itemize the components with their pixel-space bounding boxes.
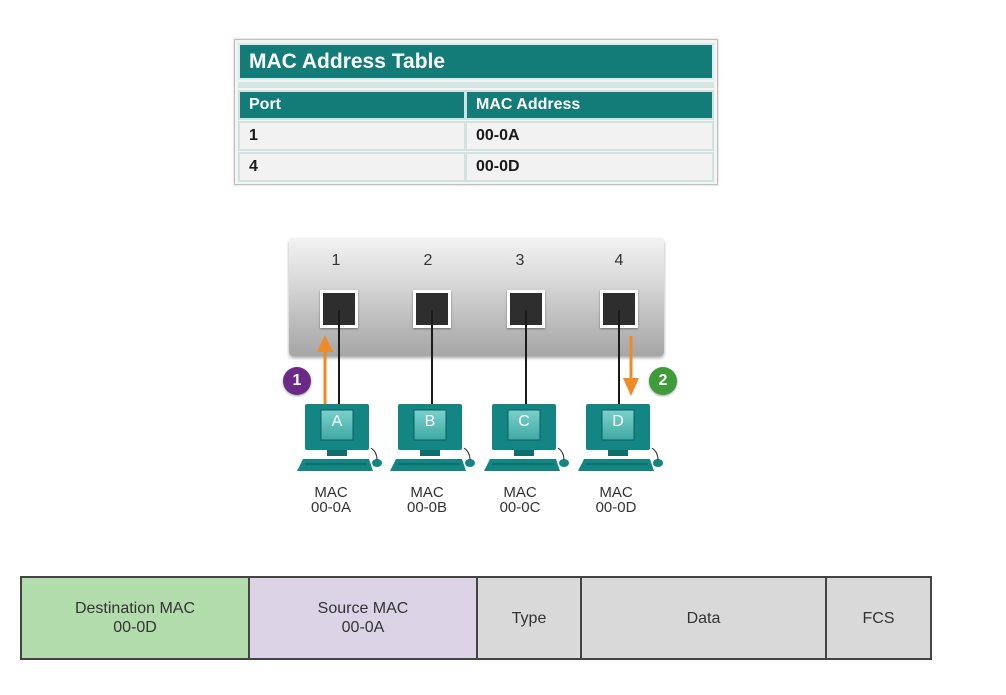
field-label: Type [511,609,547,627]
port-number: 3 [515,252,525,269]
host-name: D [612,413,624,430]
step-callout: 2 [649,367,677,395]
host-mac-label: MAC 00-0D [581,485,651,515]
mouse-icon [372,459,382,467]
frame-fcs: FCS [827,578,930,658]
table-divider [238,82,714,88]
switch-port-1 [320,290,358,328]
frame-destination-mac: Destination MAC 00-0D [22,578,250,658]
table-header-mac: MAC Address [465,90,714,120]
switch-port-3 [507,290,545,328]
host-name: A [331,413,343,430]
mac-caption: MAC [503,484,537,501]
ethernet-frame: Destination MAC 00-0D Source MAC 00-0A T… [20,576,932,660]
host-name: B [424,413,436,430]
step-callout: 1 [283,367,311,395]
pc-c-icon [484,404,569,471]
keyboard-icon [390,459,466,471]
mac-table-title: MAC Address Table [238,43,714,80]
keyboard-icon [297,459,373,471]
keyboard-icon [484,459,560,471]
pc-a-icon [297,404,382,471]
mac-value: 00-0A [310,499,352,516]
mac-caption: MAC [599,484,633,501]
arrow-up-icon [317,335,333,404]
mac-address-table: MAC Address Table Port MAC Address 1 00-… [234,39,718,185]
table-header-port: Port [238,90,466,120]
mouse-icon [653,459,663,467]
table-cell-mac: 00-0A [465,121,714,151]
table-cell-mac: 00-0D [465,152,714,182]
mac-value: 00-0B [406,499,448,516]
table-cell-port: 1 [238,121,466,151]
mac-value: 00-0D [595,499,637,516]
mouse-icon [465,459,475,467]
pc-d-icon [578,404,663,471]
frame-source-mac: Source MAC 00-0A [250,578,478,658]
port-number: 2 [423,252,433,269]
frame-type: Type [478,578,582,658]
port-number: 1 [331,252,341,269]
host-name: C [518,413,530,430]
mouse-icon [559,459,569,467]
frame-data: Data [582,578,827,658]
port-number: 4 [614,252,624,269]
mac-caption: MAC [314,484,348,501]
field-label: Data [686,609,721,627]
host-mac-label: MAC 00-0A [296,485,366,515]
field-value: 00-0A [341,619,385,636]
arrow-down-icon [623,336,639,396]
pc-b-icon [390,404,475,471]
host-mac-label: MAC 00-0B [392,485,462,515]
keyboard-icon [578,459,654,471]
mac-caption: MAC [410,484,444,501]
host-mac-label: MAC 00-0C [485,485,555,515]
table-cell-port: 4 [238,152,466,182]
field-label: Destination MAC [74,600,196,617]
field-label: Source MAC [317,600,409,617]
field-value: 00-0D [113,619,157,636]
field-label: FCS [862,609,895,627]
mac-value: 00-0C [499,499,541,516]
